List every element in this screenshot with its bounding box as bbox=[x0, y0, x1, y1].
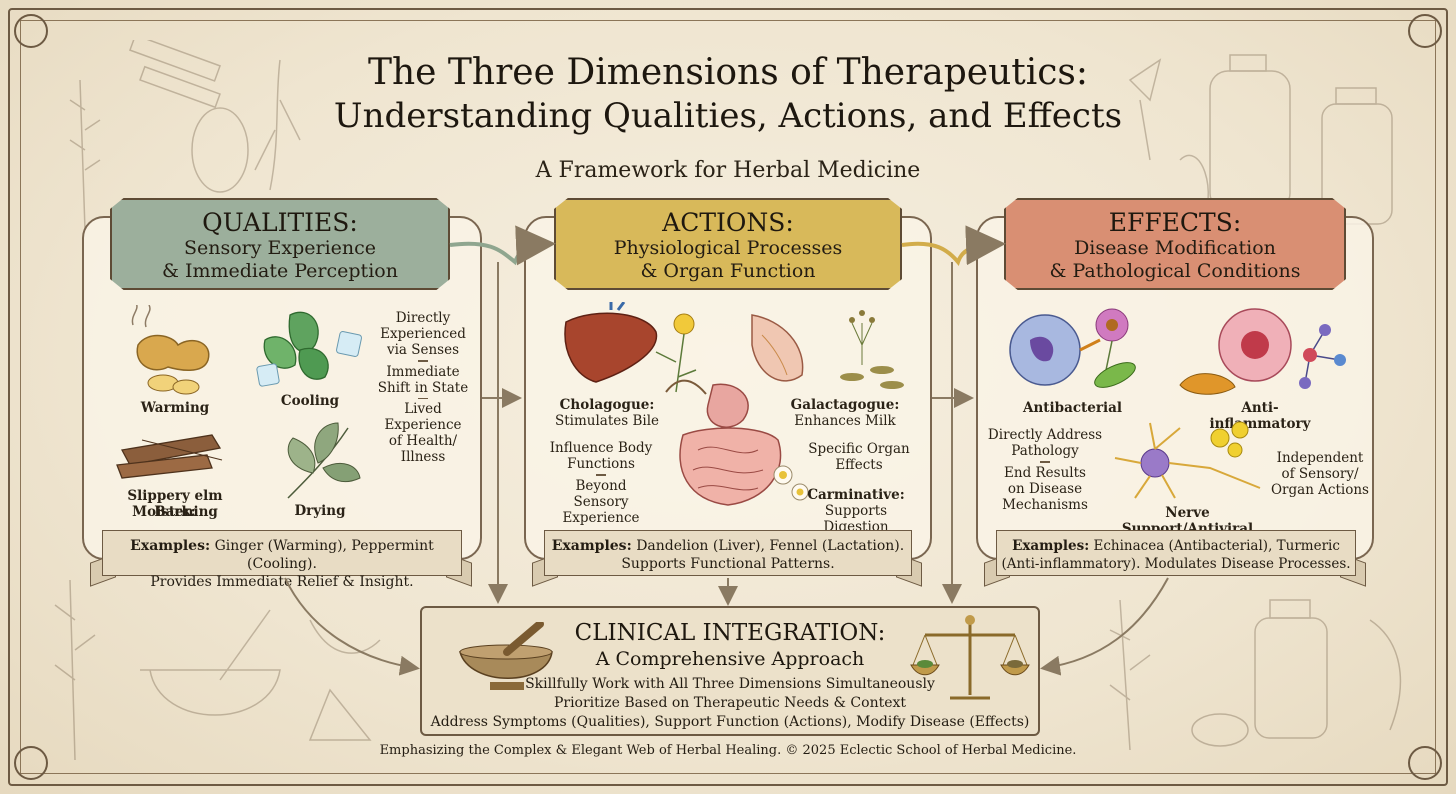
background-jar-sketch-bottomright bbox=[1109, 599, 1402, 751]
clinical-line-3: Address Symptoms (Qualities), Support Fu… bbox=[430, 714, 1030, 730]
main-title-line1: The Three Dimensions of Therapeutics: bbox=[367, 52, 1089, 93]
slippery-elm-label-1: Slippery elm Bark: bbox=[127, 488, 223, 520]
background-mortar-sketch-bottomleft bbox=[54, 579, 381, 761]
effects-subheading-2: & Pathological Conditions bbox=[1049, 260, 1301, 282]
sage-leaves-icon bbox=[287, 422, 361, 499]
clinical-heading: CLINICAL INTEGRATION: bbox=[574, 620, 886, 646]
effects-banner: EFFECTS: Disease Modification & Patholog… bbox=[1004, 198, 1346, 290]
drying-label: Drying bbox=[294, 503, 346, 519]
inflammation-turmeric-icon bbox=[1179, 308, 1346, 395]
clinical-subheading: A Comprehensive Approach bbox=[595, 648, 865, 670]
peppermint-ice-icon bbox=[256, 311, 362, 387]
cholagogue-label: Cholagogue:Stimulates Bile bbox=[554, 397, 660, 429]
breast-fennel-icon bbox=[751, 310, 904, 389]
frame-corner-ornament bbox=[14, 14, 48, 48]
slippery-elm-bark-icon bbox=[116, 434, 223, 479]
actions-subheading-2: & Organ Function bbox=[640, 260, 816, 282]
galactagogue-label: Galactagogue:Enhances Milk bbox=[790, 397, 900, 429]
actions-subheading-1: Physiological Processes bbox=[613, 237, 843, 259]
actions-heading: ACTIONS: bbox=[662, 208, 794, 237]
qualities-banner: QUALITIES: Sensory Experience & Immediat… bbox=[110, 198, 450, 290]
anti-inflammatory-label: Anti-inflammatory bbox=[1209, 400, 1311, 432]
effects-heading: EFFECTS: bbox=[1108, 208, 1242, 237]
footer-credit: Emphasizing the Complex & Elegant Web of… bbox=[379, 743, 1077, 758]
qualities-subheading-2: & Immediate Perception bbox=[162, 260, 398, 282]
mortar-pestle-icon bbox=[459, 622, 553, 690]
qualities-examples-ribbon: Examples: Ginger (Warming), Peppermint (… bbox=[102, 530, 462, 590]
slippery-elm-label-2: Moistening bbox=[132, 504, 218, 520]
background-herb-sketch-topleft bbox=[69, 40, 301, 231]
qualities-subheading-1: Sensory Experience bbox=[183, 237, 377, 259]
digestive-system-icon bbox=[679, 383, 809, 506]
liver-dandelion-icon bbox=[564, 302, 707, 395]
main-title-line2: Understanding Qualities, Actions, and Ef… bbox=[333, 96, 1123, 136]
ginger-root-icon bbox=[131, 305, 210, 395]
effects-subheading-1: Disease Modification bbox=[1074, 237, 1276, 259]
clinical-line-2: Prioritize Based on Therapeutic Needs & … bbox=[553, 695, 907, 711]
frame-corner-ornament bbox=[1408, 746, 1442, 780]
subtitle: A Framework for Herbal Medicine bbox=[535, 158, 921, 183]
neuron-st-johns-wort-icon bbox=[1114, 421, 1261, 499]
effects-examples-ribbon: Examples: Echinacea (Antibacterial), Tur… bbox=[996, 530, 1356, 576]
frame-corner-ornament bbox=[1408, 14, 1442, 48]
inner-frame bbox=[20, 20, 1436, 774]
actions-examples-ribbon: Examples: Dandelion (Liver), Fennel (Lac… bbox=[544, 530, 912, 576]
cooling-label: Cooling bbox=[280, 393, 340, 409]
outer-frame bbox=[8, 8, 1448, 786]
frame-corner-ornament bbox=[14, 746, 48, 780]
antibacterial-label: Antibacterial bbox=[1022, 400, 1122, 416]
clinical-line-1: Skillfully Work with All Three Dimension… bbox=[525, 676, 935, 692]
warming-label: Warming bbox=[140, 400, 210, 416]
qualities-heading: QUALITIES: bbox=[202, 208, 358, 237]
immune-cell-echinacea-icon bbox=[1009, 308, 1136, 388]
balance-scale-icon bbox=[910, 615, 1030, 700]
